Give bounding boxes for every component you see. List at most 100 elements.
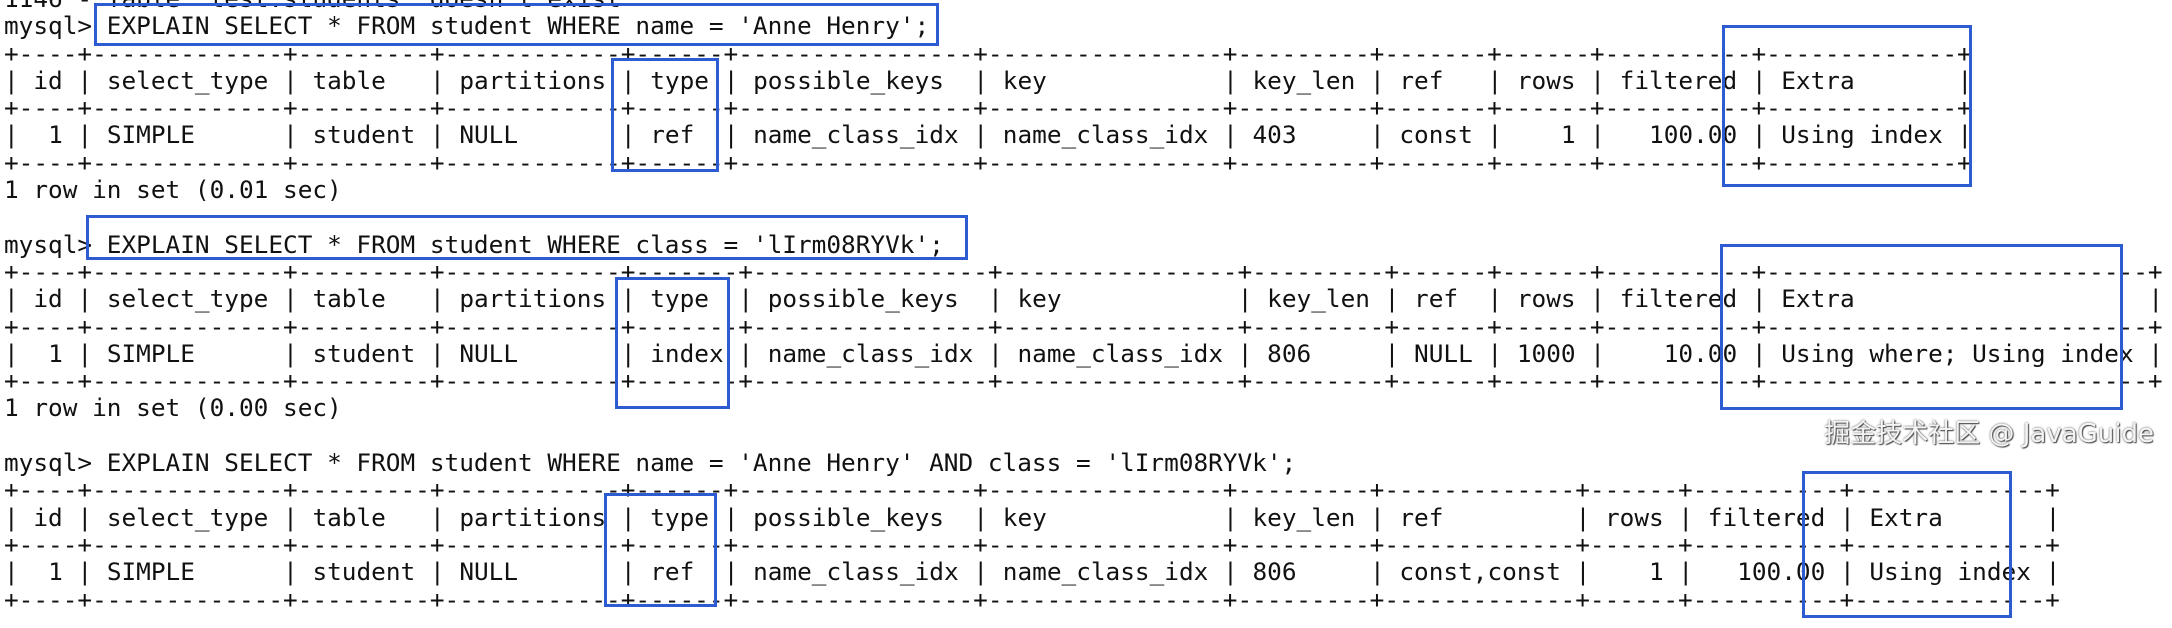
table-row: |1|SIMPLE|student|NULL|ref|name_class_id…	[4, 557, 2163, 587]
column-separator: |	[1487, 284, 1503, 314]
table-cell: NULL	[459, 338, 519, 368]
column-header: select_type	[106, 284, 269, 314]
table-cell: name_class_idx	[1017, 338, 1224, 368]
column-separator: |	[973, 120, 989, 150]
column-header: ref	[1399, 502, 1444, 532]
column-separator: |	[988, 338, 1003, 368]
column-separator: |	[4, 502, 19, 532]
column-separator: |	[2148, 338, 2164, 368]
column-separator: |	[429, 65, 445, 95]
column-header: type	[650, 502, 709, 532]
table-cell: SIMPLE	[106, 338, 195, 368]
result-text: 1 row in set (0.01 sec)	[4, 175, 342, 205]
highlight-extra-1	[1722, 25, 1972, 187]
column-separator: |	[4, 65, 19, 95]
prompt: mysql>	[4, 229, 107, 259]
column-separator: |	[283, 502, 298, 532]
table-cell: index	[650, 338, 724, 368]
table-cell: SIMPLE	[106, 557, 195, 587]
table-cell: 1	[48, 120, 63, 150]
column-separator: |	[1751, 120, 1767, 150]
column-separator: |	[620, 284, 636, 314]
table-cell: ref	[650, 557, 695, 587]
column-separator: |	[429, 338, 445, 368]
table-header-row: | id | select_type | table | partitions | type | po…	[4, 502, 2163, 532]
column-separator: |	[988, 284, 1003, 314]
table-border: +----+-------------+---------+----------…	[4, 366, 2163, 396]
highlight-extra-3	[1802, 471, 2012, 618]
column-separator: |	[4, 338, 19, 368]
highlight-extra-2	[1720, 244, 2123, 410]
column-separator: |	[620, 65, 636, 95]
column-separator: |	[429, 557, 445, 587]
column-header: key_len	[1252, 502, 1356, 532]
table-cell: student	[312, 120, 416, 150]
column-separator: |	[1751, 65, 1767, 95]
column-header: possible_keys	[753, 65, 944, 95]
column-header: key	[1002, 502, 1047, 532]
column-separator: |	[1678, 557, 1694, 587]
table-cell: name_class_idx	[753, 120, 959, 150]
column-separator: |	[1590, 120, 1605, 150]
table-border: +----+-------------+---------+----------…	[4, 93, 1972, 123]
column-separator: |	[1590, 65, 1605, 95]
column-header: key	[1017, 284, 1062, 314]
result-line: 1 row in set (0.01 sec)	[4, 176, 2163, 203]
column-header: select_type	[106, 502, 269, 532]
table-border: +----+-------------+---------+----------…	[4, 475, 2060, 505]
column-separator: |	[1678, 502, 1694, 532]
column-header: rows	[1604, 502, 1664, 532]
column-header: key	[1002, 65, 1047, 95]
command-text: EXPLAIN SELECT * FROM student WHERE name…	[106, 448, 1297, 478]
column-separator: |	[1223, 120, 1238, 150]
highlight-type-2	[615, 277, 730, 409]
highlight-type-3	[604, 493, 717, 607]
column-header: filtered	[1619, 284, 1738, 314]
column-separator: |	[1369, 120, 1385, 150]
column-separator: |	[2148, 284, 2164, 314]
prompt: mysql>	[4, 448, 107, 478]
column-header: table	[312, 284, 386, 314]
column-separator: |	[1369, 502, 1385, 532]
column-separator: |	[1751, 284, 1767, 314]
column-header: type	[650, 65, 709, 95]
column-separator: |	[283, 557, 298, 587]
table-cell: 100.00	[1737, 557, 1826, 587]
column-separator: |	[1237, 284, 1253, 314]
table-header-row: |id|select_type|table|partitions|type|po…	[4, 65, 2163, 95]
column-separator: |	[77, 502, 93, 532]
highlight-type-1	[611, 58, 719, 172]
column-header: partitions	[459, 502, 607, 532]
column-separator: |	[1487, 65, 1503, 95]
column-separator: |	[1839, 502, 1855, 532]
column-separator: |	[77, 120, 93, 150]
table-cell: student	[312, 338, 416, 368]
table-cell: NULL	[1414, 338, 1473, 368]
table-cell: 806	[1252, 557, 1297, 587]
column-header: id	[33, 502, 63, 532]
column-separator: |	[77, 338, 93, 368]
column-separator: |	[77, 65, 93, 95]
column-separator: |	[723, 557, 739, 587]
column-header: ref	[1414, 284, 1459, 314]
column-separator: |	[283, 338, 298, 368]
table-row: |1|SIMPLE|student|NULL|ref|name_class_id…	[4, 120, 2163, 150]
column-separator: |	[620, 502, 636, 532]
column-header: possible_keys	[767, 284, 959, 314]
column-header: table	[312, 65, 386, 95]
table-cell: student	[312, 557, 416, 587]
column-separator: |	[283, 120, 298, 150]
table-cell: 1	[1649, 557, 1664, 587]
table-cell: 806	[1267, 338, 1312, 368]
table-cell: SIMPLE	[106, 120, 195, 150]
table-border: +----+-------------+---------+----------…	[4, 311, 2163, 341]
table-cell: 1	[48, 338, 63, 368]
column-header: rows	[1516, 65, 1576, 95]
column-separator: |	[723, 65, 739, 95]
column-separator: |	[77, 557, 93, 587]
column-separator: |	[1590, 338, 1605, 368]
command-line: mysql> EXPLAIN SELECT * FROM student WHE…	[4, 449, 2163, 476]
column-separator: |	[1487, 338, 1503, 368]
column-header: possible_keys	[753, 502, 944, 532]
column-header: table	[312, 502, 386, 532]
